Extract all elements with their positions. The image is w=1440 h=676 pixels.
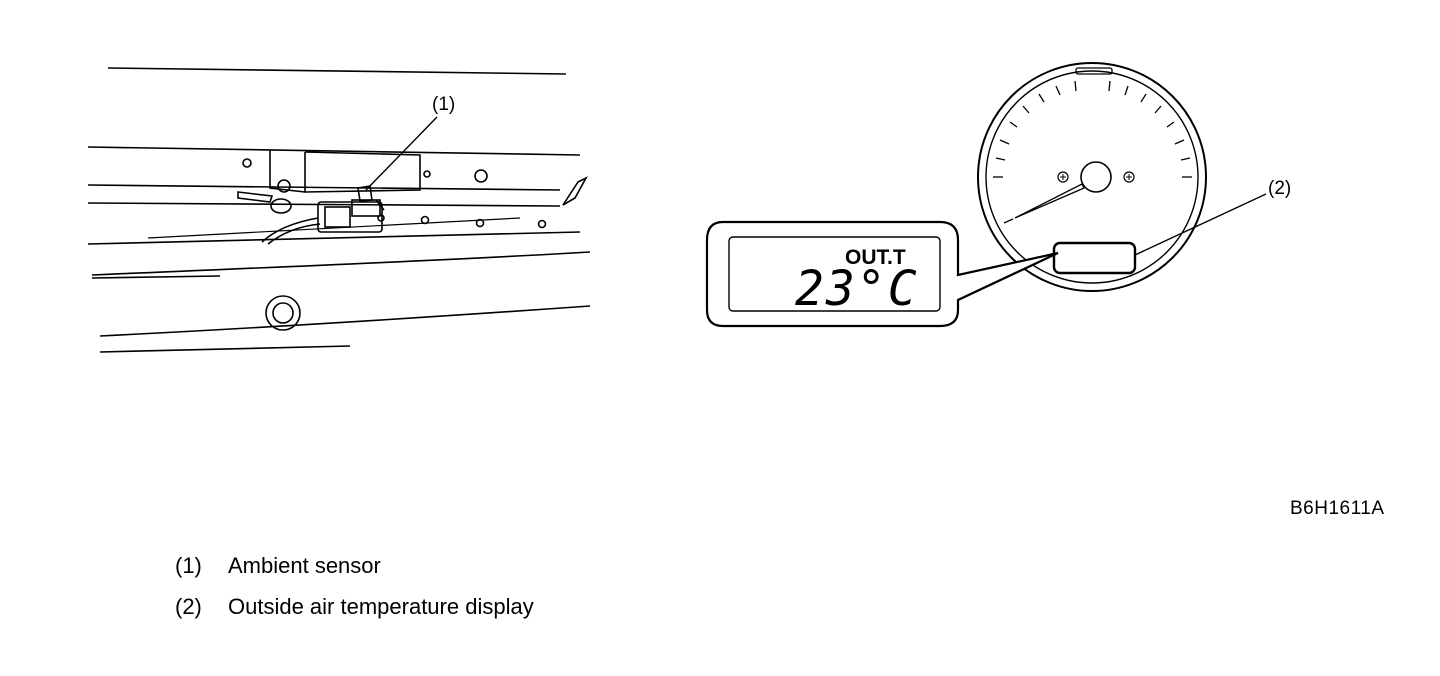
callout-2-leader xyxy=(1134,193,1267,256)
display-temperature-value: 23°C xyxy=(795,261,919,317)
legend-number: (1) xyxy=(175,553,202,578)
display-enlargement xyxy=(705,220,1059,328)
sensor-installation-drawing xyxy=(87,67,591,353)
meter-drawing xyxy=(977,62,1207,292)
legend-text: Ambient sensor xyxy=(228,553,381,578)
legend-text: Outside air temperature display xyxy=(228,594,534,619)
display-label: OUT.T xyxy=(845,246,906,269)
figure-code: B6H1611A xyxy=(1290,498,1385,519)
legend-number: (2) xyxy=(175,594,202,619)
legend-item: (1) Ambient sensor xyxy=(175,553,534,594)
legend: (1) Ambient sensor (2) Outside air tempe… xyxy=(175,553,534,635)
callout-1-leader xyxy=(365,116,438,191)
callout-1-label: (1) xyxy=(432,94,455,115)
legend-item: (2) Outside air temperature display xyxy=(175,594,534,635)
gauge-tick-marks xyxy=(993,80,1192,224)
callout-2-label: (2) xyxy=(1268,178,1291,199)
